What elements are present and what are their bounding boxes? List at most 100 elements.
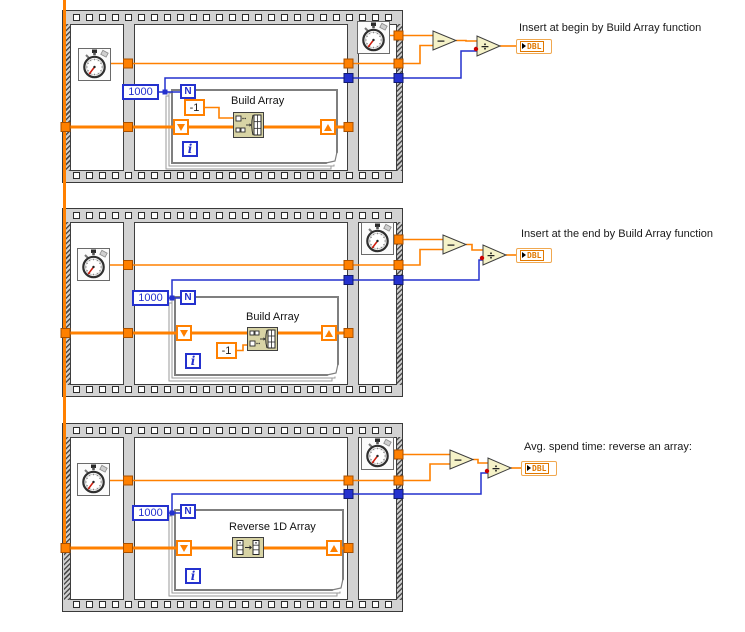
timer-start-wire[interactable] <box>110 463 450 482</box>
shift-register-down-arrow <box>177 123 185 131</box>
element-constant[interactable]: -1 <box>184 99 205 116</box>
tunnel[interactable] <box>123 122 133 132</box>
loop-corner-fold <box>325 151 338 164</box>
loop-count-constant[interactable]: 1000 <box>132 505 169 521</box>
stopwatch-glyph <box>357 21 390 54</box>
tunnel[interactable] <box>343 260 354 270</box>
subtract-node[interactable] <box>432 30 458 51</box>
timer-start-wire[interactable] <box>111 44 433 65</box>
tunnel[interactable] <box>343 489 354 499</box>
dbl-indicator[interactable]: DBL <box>516 38 552 54</box>
count-wire[interactable] <box>171 259 483 298</box>
subtract-node[interactable] <box>449 449 475 470</box>
tunnel[interactable] <box>123 58 133 69</box>
tick-count-timer-end[interactable] <box>357 21 390 54</box>
tunnel[interactable] <box>393 234 404 245</box>
tunnel[interactable] <box>393 260 404 270</box>
sprocket-hole <box>294 386 301 393</box>
tunnel[interactable] <box>393 475 404 486</box>
shift-register-right[interactable] <box>321 325 337 341</box>
loop-count-terminal[interactable]: N <box>180 504 196 519</box>
loop-count-constant[interactable]: 1000 <box>132 290 169 306</box>
tunnel[interactable] <box>393 30 404 41</box>
sprocket-hole <box>281 14 288 21</box>
element-constant[interactable]: -1 <box>216 342 237 359</box>
sprocket-hole <box>346 172 353 179</box>
loop-count-constant[interactable]: 1000 <box>122 84 159 100</box>
shift-register-right[interactable] <box>326 540 342 556</box>
tunnel[interactable] <box>123 475 133 486</box>
tunnel[interactable] <box>123 260 133 270</box>
sprocket-hole <box>242 427 249 434</box>
tunnel[interactable] <box>393 449 404 460</box>
tunnel[interactable] <box>343 73 354 83</box>
timer-start-wire[interactable] <box>110 248 443 266</box>
count-wire[interactable] <box>164 50 477 92</box>
tunnel[interactable] <box>343 475 354 486</box>
loop-count-terminal[interactable]: N <box>180 290 196 305</box>
sprocket-hole <box>346 427 353 434</box>
tick-count-timer-end[interactable] <box>361 222 394 255</box>
tunnel[interactable] <box>343 122 354 132</box>
tick-count-timer-start[interactable] <box>78 48 111 81</box>
shift-register-right[interactable] <box>320 119 336 135</box>
dbl-indicator-type: DBL <box>527 250 542 260</box>
reverse-1d-array-node[interactable] <box>232 537 264 558</box>
divide-node[interactable] <box>476 35 502 57</box>
iteration-terminal[interactable]: i <box>185 568 201 584</box>
tunnel[interactable] <box>343 275 354 285</box>
dbl-indicator[interactable]: DBL <box>516 247 552 263</box>
tunnel[interactable] <box>393 489 404 499</box>
iteration-terminal[interactable]: i <box>182 141 198 157</box>
dbl-indicator-inner: DBL <box>520 249 545 261</box>
tunnel[interactable] <box>60 328 71 338</box>
sprocket-hole <box>333 212 340 219</box>
sprocket-hole <box>242 212 249 219</box>
subtract-output-wire[interactable] <box>456 39 477 42</box>
shift-register-left[interactable] <box>176 325 192 341</box>
subtract-output-wire[interactable] <box>473 458 488 464</box>
tunnel[interactable] <box>393 73 404 83</box>
divide-node[interactable] <box>482 244 508 266</box>
tunnel[interactable] <box>123 543 133 553</box>
dbl-indicator-type: DBL <box>527 41 542 51</box>
tick-count-timer-start[interactable] <box>77 248 110 281</box>
element-wire[interactable] <box>205 106 233 119</box>
sprocket-hole <box>307 386 314 393</box>
sprocket-hole <box>99 172 106 179</box>
subtract-node[interactable] <box>442 234 468 255</box>
sequence-right-edge <box>396 222 402 385</box>
reverse-1d-array-glyph <box>232 537 264 558</box>
tunnel[interactable] <box>393 58 404 69</box>
element-wire[interactable] <box>237 344 247 352</box>
shift-register-left[interactable] <box>176 540 192 556</box>
shift-register-left[interactable] <box>173 119 189 135</box>
sprocket-hole <box>138 172 145 179</box>
sprocket-hole <box>151 601 158 608</box>
sprocket-hole <box>294 212 301 219</box>
sprocket-hole <box>177 601 184 608</box>
tunnel[interactable] <box>393 275 404 285</box>
subtract-output-wire[interactable] <box>466 243 483 251</box>
sprocket-hole <box>190 172 197 179</box>
iteration-terminal[interactable]: i <box>185 353 201 369</box>
count-wire[interactable] <box>171 472 488 513</box>
tick-count-timer-end[interactable] <box>361 437 394 470</box>
loop-count-terminal[interactable]: N <box>180 84 196 99</box>
tunnel[interactable] <box>343 328 354 338</box>
sequence-left-edge <box>64 437 70 600</box>
dbl-indicator[interactable]: DBL <box>521 460 557 476</box>
tick-count-timer-start[interactable] <box>77 463 110 496</box>
sprocket-hole <box>346 601 353 608</box>
tunnel[interactable] <box>343 543 354 553</box>
tunnel[interactable] <box>343 58 354 69</box>
sprocket-hole <box>86 386 93 393</box>
tunnel[interactable] <box>123 328 133 338</box>
build-array-node[interactable] <box>233 112 264 138</box>
tunnel[interactable] <box>60 543 71 553</box>
divide-node[interactable] <box>487 457 513 479</box>
sprocket-hole <box>385 601 392 608</box>
sprocket-hole <box>372 14 379 21</box>
tunnel[interactable] <box>60 122 71 132</box>
build-array-node[interactable] <box>247 327 278 351</box>
